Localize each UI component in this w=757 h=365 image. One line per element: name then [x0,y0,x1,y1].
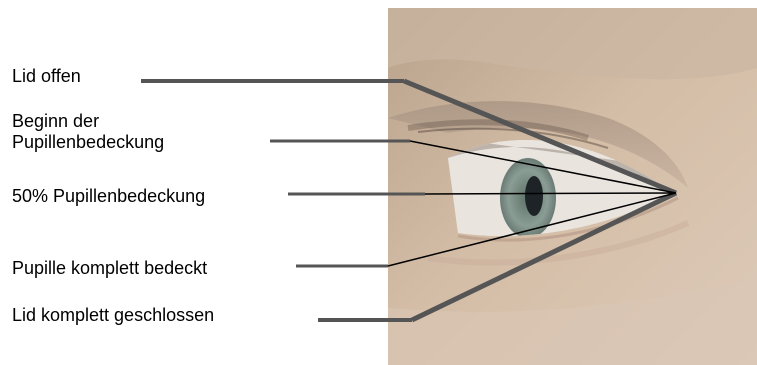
pupil-cover-start-line [410,141,676,193]
pupil-fully-covered-line [388,193,676,266]
pupil-cover-half-line [425,193,676,194]
lid-closed-line [412,193,676,320]
lid-open-line [404,81,676,193]
